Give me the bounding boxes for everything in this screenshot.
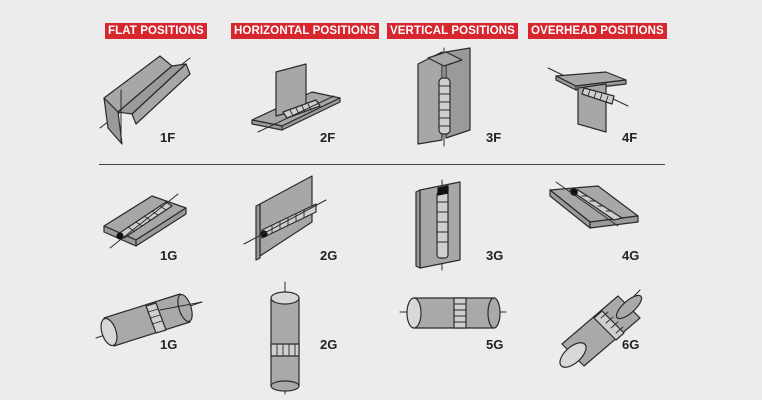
- fillet-3f-figure: [417, 47, 471, 147]
- groove-2g-figure: [243, 175, 327, 261]
- header-horizontal-positions: HORIZONTAL POSITIONS: [231, 23, 380, 39]
- label-groove-3g: 3G: [486, 248, 504, 263]
- label-groove-1g: 1G: [160, 248, 178, 263]
- groove-3g-figure: [415, 179, 461, 271]
- fillet-1f-figure: [99, 55, 191, 145]
- pipe-1g-figure: [95, 293, 203, 347]
- label-pipe-6g: 6G: [622, 337, 640, 352]
- section-divider: [99, 164, 665, 165]
- label-pipe-5g: 5G: [486, 337, 504, 352]
- header-overhead-positions: OVERHEAD POSITIONS: [528, 23, 667, 39]
- fillet-4f-figure: [547, 67, 629, 133]
- pipe-5g-figure: [399, 297, 507, 329]
- groove-1g-figure: [103, 193, 187, 249]
- label-pipe-1g: 1G: [160, 337, 178, 352]
- fillet-2f-figure: [251, 63, 341, 133]
- label-groove-2g: 2G: [320, 248, 338, 263]
- label-1f: 1F: [160, 130, 176, 145]
- pipe-6g-figure: [559, 289, 643, 368]
- label-pipe-2g: 2G: [320, 337, 338, 352]
- pipe-2g-figure: [270, 281, 300, 395]
- label-4f: 4F: [622, 130, 638, 145]
- groove-4g-figure: [549, 181, 639, 229]
- label-2f: 2F: [320, 130, 336, 145]
- header-vertical-positions: VERTICAL POSITIONS: [387, 23, 518, 39]
- label-groove-4g: 4G: [622, 248, 640, 263]
- label-3f: 3F: [486, 130, 502, 145]
- header-flat-positions: FLAT POSITIONS: [105, 23, 207, 39]
